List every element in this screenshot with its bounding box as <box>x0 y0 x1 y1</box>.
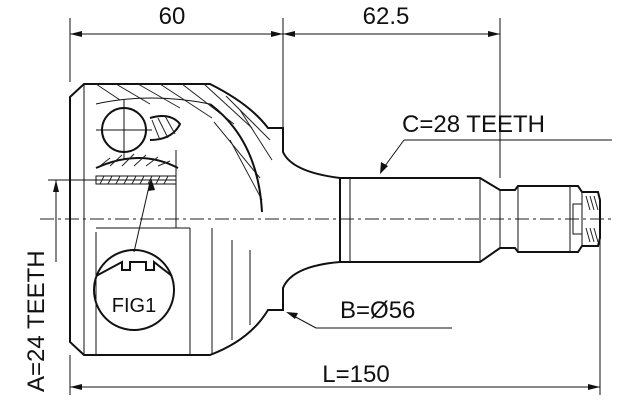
inner-race-top <box>95 157 179 169</box>
dim-l-text: L=150 <box>322 361 389 388</box>
arrow-l-right <box>588 384 600 390</box>
a-dimension: A=24 TEETH <box>23 179 176 392</box>
shaft-thread <box>585 195 599 243</box>
top-dimensions: 60 62.5 <box>69 3 501 178</box>
dim-60-text: 60 <box>159 3 186 30</box>
fig1-leader <box>133 181 151 253</box>
bell-inner-top <box>95 97 211 105</box>
label-fig1-text: FIG1 <box>112 295 156 317</box>
label-a-text: A=24 TEETH <box>23 250 50 392</box>
label-c-arrow <box>380 162 388 174</box>
label-b-arrow <box>286 312 298 319</box>
cage-hatch <box>151 115 176 141</box>
fig1-tooth-profile <box>95 259 173 277</box>
arrow-mid-b <box>283 31 295 37</box>
label-b-text: B=Ø56 <box>340 297 415 324</box>
cage-window <box>149 115 182 141</box>
fig1-circle <box>93 249 175 331</box>
ball-cage-section <box>95 100 182 228</box>
arrow-l-left <box>70 384 82 390</box>
bottom-dimension: L=150 <box>69 240 601 395</box>
label-c-group: C=28 TEETH <box>380 111 612 174</box>
fig1-detail: FIG1 <box>93 178 175 331</box>
arrow-left <box>70 31 82 37</box>
bell-inner-curve <box>209 103 263 213</box>
dim-62-5-text: 62.5 <box>363 3 410 30</box>
spline-teeth <box>99 175 169 185</box>
label-c-text: C=28 TEETH <box>402 111 545 138</box>
arrow-mid-a <box>271 31 283 37</box>
arrow-right <box>488 31 500 37</box>
shaft-outline <box>340 177 601 263</box>
fig1-leader-arrow <box>148 178 155 191</box>
inner-race-hatch <box>99 153 171 167</box>
shaft <box>340 177 601 263</box>
shaft-flat <box>572 203 583 235</box>
arrow-a-top <box>53 180 59 192</box>
label-b-group: B=Ø56 <box>286 297 452 329</box>
housing-hatch-upper <box>95 83 273 201</box>
